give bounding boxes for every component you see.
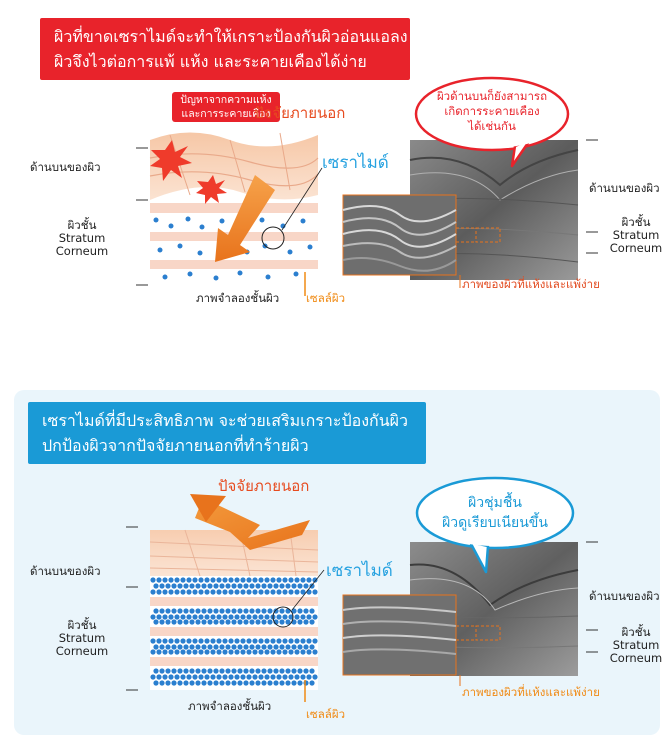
panel1-cell-label: เซลล์ผิว	[306, 291, 346, 305]
panel2-skin-model	[126, 476, 598, 702]
panel2-banner-line2: ปกป้องผิวจากปัจจัยภายนอกที่ทำร้ายผิว	[42, 436, 309, 455]
panel1-left-stratum-en1: Stratum	[58, 231, 106, 245]
panel2-ceramide-label: เซราไมด์	[326, 561, 393, 581]
panel2-right-stratum-en1: Stratum	[612, 638, 660, 652]
panel1-bubble-line2: เกิดการระคายเคือง	[444, 104, 540, 118]
panel2-right-stratum: ผิวชั้น Stratum Corneum	[603, 626, 669, 665]
panel2-banner: เซราไมด์ที่มีประสิทธิภาพ จะช่วยเสริมเกรา…	[28, 402, 426, 464]
panel2-external-factor: ปัจจัยภายนอก	[218, 477, 310, 495]
panel1-callout-line2: และการระคายเคือง	[181, 108, 271, 120]
panel2-right-stratum-en2: Corneum	[609, 651, 663, 665]
panel1-right-stratum-en1: Stratum	[612, 228, 660, 242]
panel1-skin-model	[136, 76, 598, 296]
panel2-sem-inset	[342, 594, 457, 676]
panel2-right-top-skin: ด้านบนของผิว	[589, 589, 660, 603]
panel2-ceramide-dots	[150, 577, 318, 686]
panel2-right-stratum-th: ผิวชั้น	[621, 625, 651, 639]
panel2-left-stratum: ผิวชั้น Stratum Corneum	[46, 619, 118, 658]
panel2-zoom-circle	[272, 606, 294, 628]
panel2-banner-line1: เซราไมด์ที่มีประสิทธิภาพ จะช่วยเสริมเกรา…	[42, 411, 409, 430]
panel1-left-stratum: ผิวชั้น Stratum Corneum	[46, 219, 118, 258]
down-arrow-icon	[215, 175, 275, 262]
panel1-banner: ผิวที่ขาดเซราไมด์จะทำให้เกราะป้องกันผิวอ…	[40, 18, 410, 80]
deflect-arrow-icon	[190, 494, 310, 550]
panel1-banner-line2: ผิวจึงไวต่อการแพ้ แห้ง และระคายเคืองได้ง…	[54, 52, 367, 71]
panel2-left-top-skin: ด้านบนของผิว	[30, 564, 101, 578]
panel2-bubble-text: ผิวชุ่มชื้น ผิวดูเรียบเนียนขึ้น	[430, 493, 560, 533]
panel1-ceramide-label: เซราไมด์	[322, 153, 389, 173]
panel1-right-top-skin: ด้านบนของผิว	[589, 181, 660, 195]
panel1-left-stratum-en2: Corneum	[55, 244, 109, 258]
panel2-model-caption: ภาพจำลองชั้นผิว	[188, 699, 272, 713]
panel1-bubble-line3: ได้เช่นกัน	[468, 119, 516, 133]
panel1-banner-line1: ผิวที่ขาดเซราไมด์จะทำให้เกราะป้องกันผิวอ…	[54, 27, 408, 46]
panel1-right-stratum-th: ผิวชั้น	[621, 215, 651, 229]
panel2-left-stratum-en1: Stratum	[58, 631, 106, 645]
panel1-bubble-text: ผิวด้านบนก็ยังสามารถ เกิดการระคายเคือง ไ…	[418, 89, 566, 134]
panel1-zoom-circle	[261, 226, 285, 250]
panel2-left-stratum-en2: Corneum	[55, 644, 109, 658]
panel1-right-stratum: ผิวชั้น Stratum Corneum	[603, 216, 669, 255]
panel2-bubble-line2: ผิวดูเรียบเนียนขึ้น	[442, 515, 548, 531]
panel1-right-stratum-en2: Corneum	[609, 241, 663, 255]
panel1-external-factor: ปัจจัยภายนอก	[254, 104, 346, 122]
panel1-bubble-line1: ผิวด้านบนก็ยังสามารถ	[436, 89, 548, 103]
panel1-left-stratum-th: ผิวชั้น	[67, 218, 97, 232]
panel2-left-stratum-th: ผิวชั้น	[67, 618, 97, 632]
panel1-left-top-skin: ด้านบนของผิว	[30, 160, 101, 174]
panel1-model-caption: ภาพจำลองชั้นผิว	[196, 291, 280, 305]
panel1-sem-caption: ภาพของผิวที่แห้งและแพ้ง่าย	[462, 277, 600, 291]
panel2-cell-label: เซลล์ผิว	[306, 707, 346, 721]
panel1-sem-inset	[342, 194, 457, 276]
panel1-callout: ปัญหาจากความแห้ง และการระคายเคือง	[172, 92, 280, 122]
panel2-bubble-line1: ผิวชุ่มชื้น	[468, 495, 522, 511]
speech-bubble-icon	[414, 76, 570, 168]
speech-bubble-icon	[415, 476, 575, 574]
irritation-burst-icon	[150, 140, 227, 204]
panel1-callout-line1: ปัญหาจากความแห้ง	[180, 94, 272, 106]
panel2-sem-caption: ภาพของผิวที่แห้งและแพ้ง่าย	[462, 685, 600, 699]
